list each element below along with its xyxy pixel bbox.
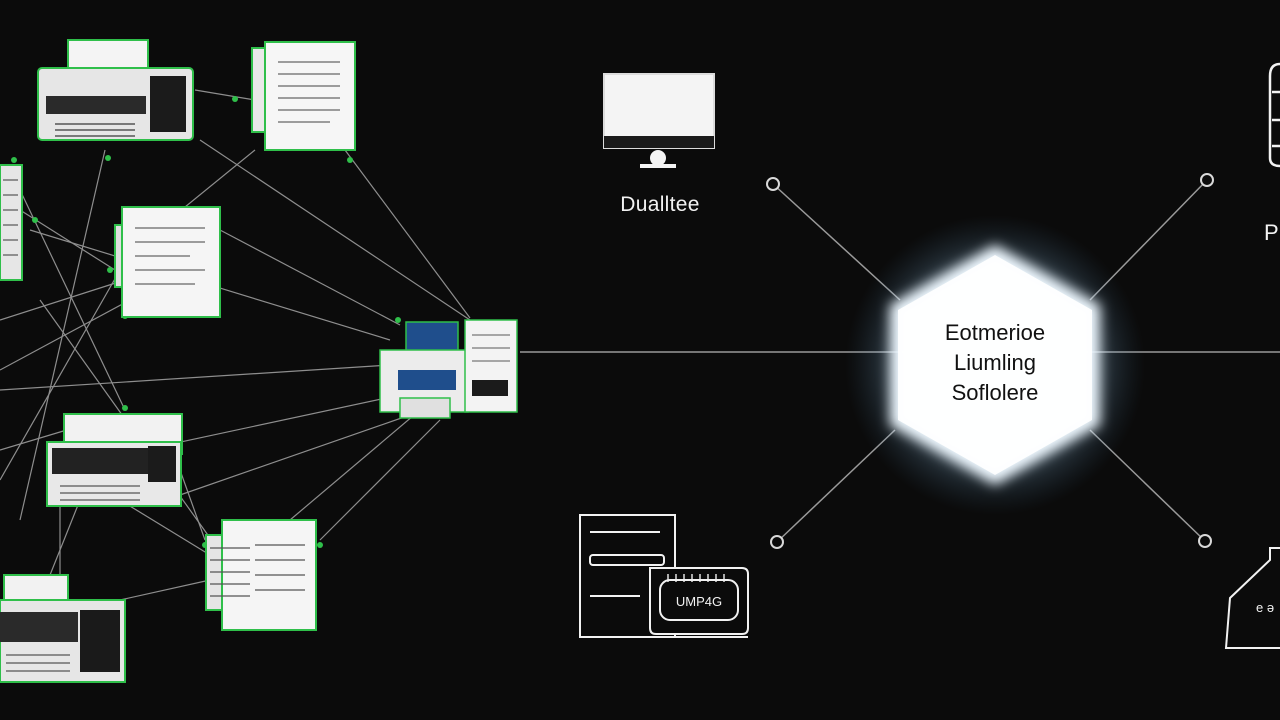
software-hub xyxy=(845,215,1145,515)
document-stack-icon xyxy=(0,164,23,281)
desktop-printer-icon xyxy=(46,413,183,507)
hub-line-2: Liumling xyxy=(954,350,1036,375)
spoke-endpoints xyxy=(766,173,1214,549)
form-document-icon xyxy=(114,206,221,318)
database-partial-icon xyxy=(1268,62,1280,168)
connection-nodes xyxy=(11,96,401,548)
house-partial-icon xyxy=(1224,547,1280,649)
hub-line-1: Eotmerioe xyxy=(944,320,1046,345)
monitor-icon xyxy=(603,73,715,168)
report-document-icon xyxy=(205,519,317,631)
multifunction-device-icon xyxy=(379,319,518,419)
hub-line-3: Soflolere xyxy=(951,380,1039,405)
house-partial-glyphs: e ə xyxy=(1256,600,1274,615)
document-icon xyxy=(251,41,356,151)
server-icon xyxy=(579,514,749,638)
hub-label: Eotmerioe Liumling Soflolere xyxy=(895,318,1095,408)
right-partial-label: P xyxy=(1264,220,1279,245)
server-badge-text: UMP4G xyxy=(676,594,722,609)
office-printer-icon xyxy=(0,574,126,683)
monitor-label: Dualltee xyxy=(620,193,700,216)
printer-icon xyxy=(37,39,194,141)
